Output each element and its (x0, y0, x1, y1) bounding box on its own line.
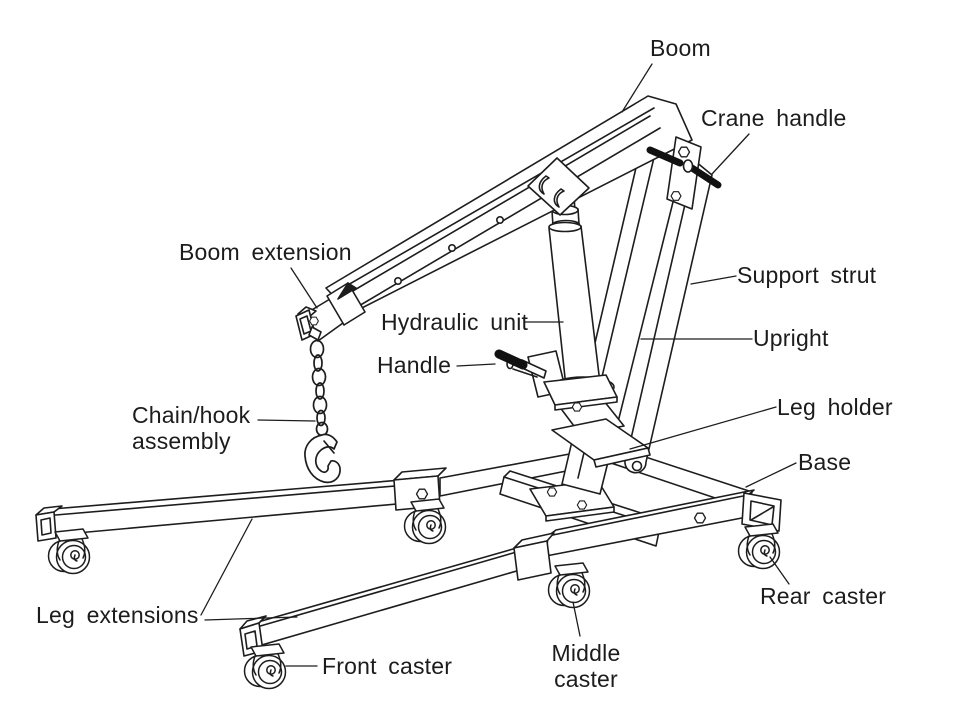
label-support-strut: Support strut (737, 262, 877, 288)
pump-handle-part (494, 349, 547, 379)
leader-middle-caster (572, 601, 581, 637)
hydraulic-unit-part (506, 194, 618, 412)
label-boom: Boom (650, 35, 711, 61)
label-leg-extensions: Leg extensions (36, 602, 199, 628)
boom-part (325, 95, 693, 315)
label-chain-hook-line2: assembly (132, 428, 231, 454)
leader-rear-caster (769, 556, 790, 585)
label-hydraulic-unit: Hydraulic unit (381, 309, 529, 335)
leader-boom (621, 63, 653, 113)
leader-base (745, 462, 797, 488)
crane-handle-part (646, 136, 722, 210)
label-front-caster: Front caster (322, 653, 453, 679)
leader-boom-extension (290, 267, 318, 309)
leader-leg-extensions-2 (204, 616, 298, 621)
leader-support-strut (690, 275, 737, 285)
label-boom-extension: Boom extension (179, 239, 352, 265)
label-upright: Upright (753, 325, 829, 351)
label-middle-caster-line2: caster (554, 666, 618, 692)
leader-crane-handle (711, 133, 750, 175)
label-middle-caster-line1: Middle (551, 640, 621, 666)
label-chain-hook-line1: Chain/hook (132, 402, 251, 428)
boom-extension-part (295, 282, 366, 342)
leader-chain-hook (257, 419, 316, 422)
leader-handle (456, 363, 496, 367)
ram-clevis-part (527, 157, 590, 216)
label-chain-hook-assembly: Chain/hook assembly (132, 402, 250, 454)
left-leg-extension-part (35, 467, 447, 542)
label-leg-holder: Leg holder (777, 394, 893, 420)
label-crane-handle: Crane handle (701, 105, 847, 131)
leader-leg-holder (629, 406, 777, 450)
label-rear-caster: Rear caster (760, 583, 887, 609)
label-handle: Handle (377, 352, 452, 378)
middle-caster-part (547, 562, 591, 609)
front-leg-extension-part (239, 532, 555, 657)
label-base: Base (798, 449, 852, 475)
chain-hook-part (304, 339, 341, 484)
label-middle-caster: Middle caster (549, 640, 623, 692)
leader-leg-extensions-1 (200, 518, 253, 616)
